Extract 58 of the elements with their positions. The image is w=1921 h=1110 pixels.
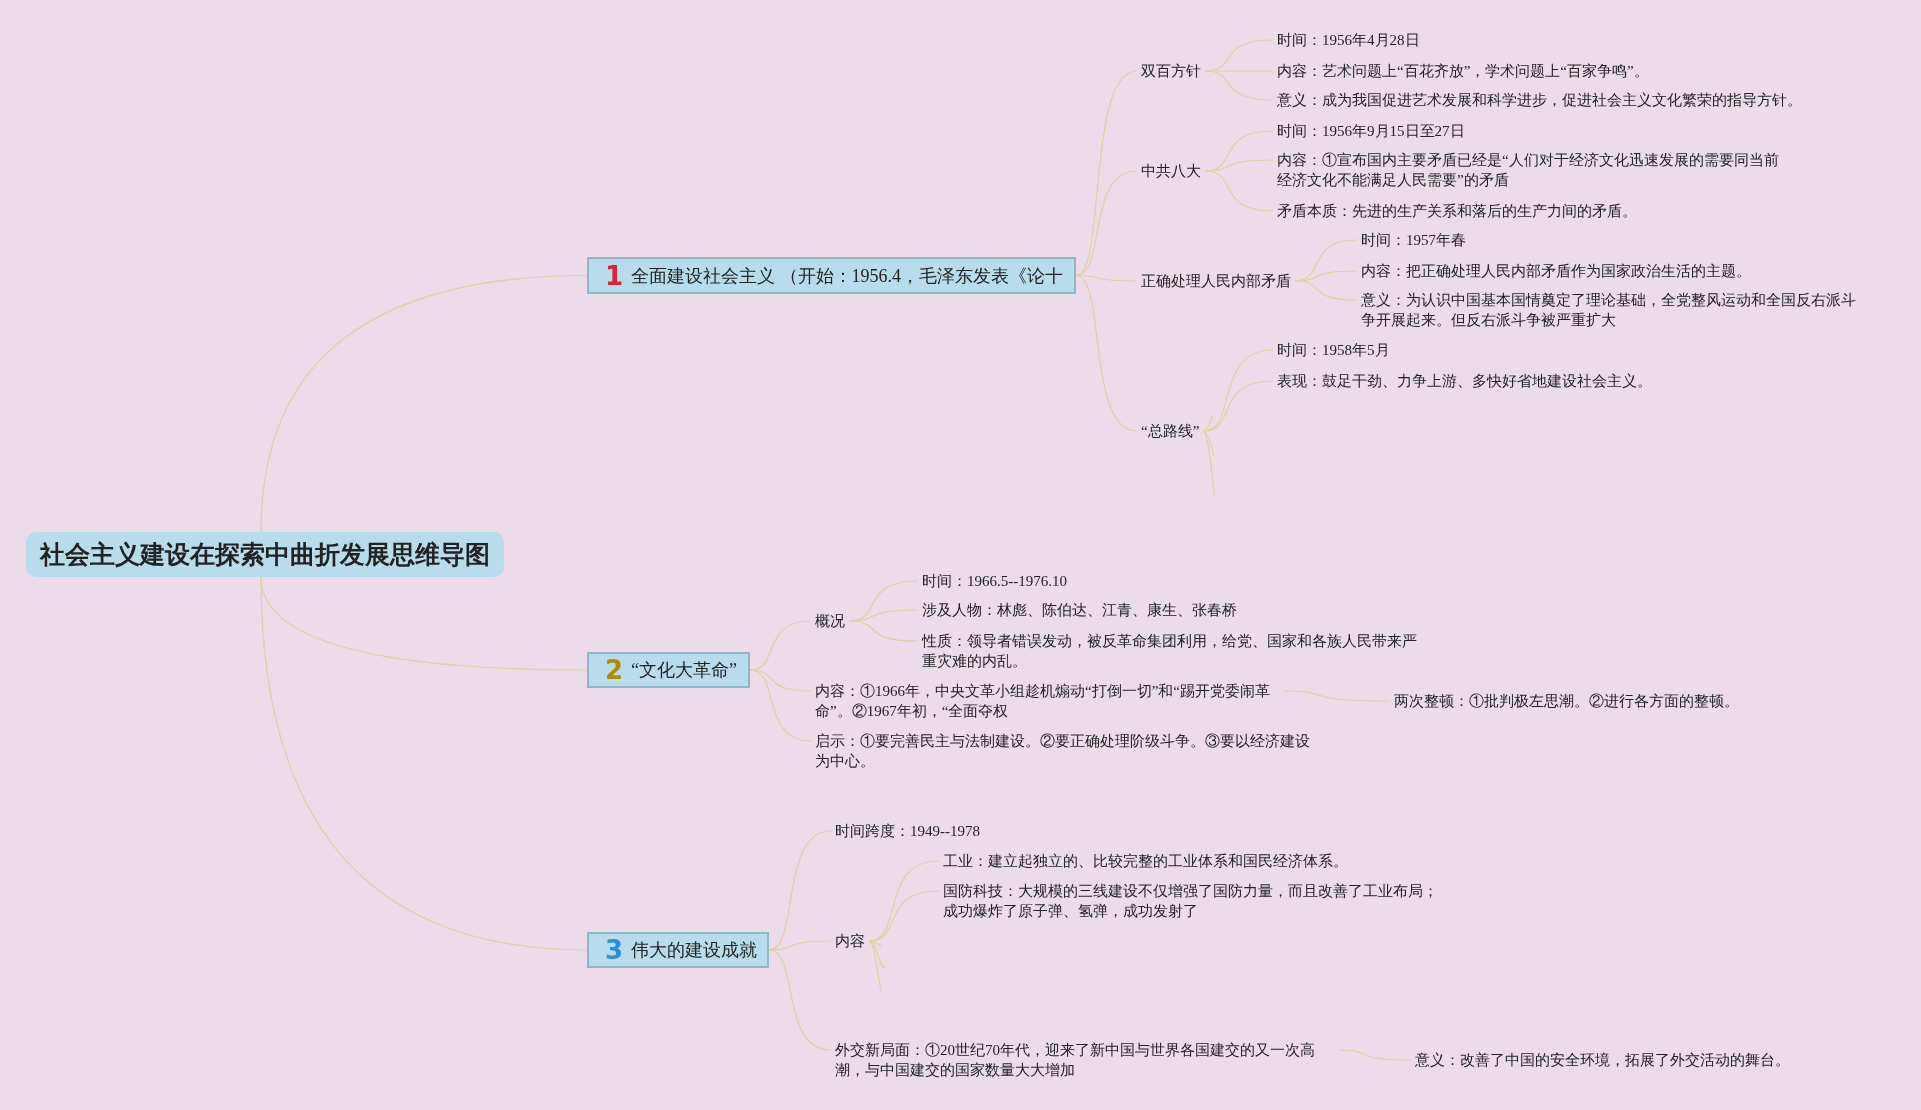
- topic-title: 伟大的建设成就: [631, 939, 758, 962]
- topic-text: 内容：艺术问题上“百花齐放”，学术问题上“百家争鸣”。: [1273, 61, 1653, 81]
- connector-line: [1294, 280, 1358, 301]
- connector-line: [848, 620, 919, 642]
- topic-text: 外交新局面：①20世纪70年代，迎来了新中国与世界各国建交的又一次高潮，与中国建交的国家数量大大增加: [831, 1040, 1339, 1080]
- priority-number: 1: [605, 260, 624, 291]
- topic-text: 表现：鼓足干劲、力争上游、多快好省地建设社会主义。: [1273, 371, 1656, 391]
- topic-text: 时间：1958年5月: [1273, 340, 1394, 360]
- connector-line: [868, 940, 883, 947]
- priority-number: 2: [605, 655, 624, 685]
- connector-line: [868, 890, 940, 942]
- connector-line: [1204, 70, 1274, 101]
- topic-title: “文化大革命”: [631, 659, 738, 682]
- connector-line: [1075, 274, 1138, 432]
- topic-text: 正确处理人民内部矛盾: [1137, 271, 1295, 291]
- topic-text: 时间：1966.5--1976.10: [918, 571, 1071, 591]
- branch-topic-box: [587, 932, 769, 968]
- topic-text: 性质：领导者错误发动，被反革命集团利用，给党、国家和各族人民带来严重灾难的内乱。: [918, 631, 1426, 671]
- connector-line: [1204, 170, 1274, 212]
- connector-line: [1075, 170, 1138, 277]
- connector-line: [1202, 430, 1216, 458]
- connector-line: [749, 669, 812, 742]
- topic-text: 内容：①1966年，中央文革小组趁机煽动“打倒一切”和“踢开党委闹革命”。②1967年初，“全面夺权: [811, 681, 1284, 721]
- topic-text: 时间：1956年9月15日至27日: [1273, 121, 1469, 141]
- branch-topic-box: [587, 652, 750, 688]
- topic-text: 内容：把正确处理人民内部矛盾作为国家政治生活的主题。: [1357, 261, 1755, 281]
- topic-text: 工业：建立起独立的、比较完整的工业体系和国民经济体系。: [939, 851, 1352, 871]
- topic-text: 时间：1956年4月28日: [1273, 30, 1424, 50]
- topic-text: 中共八大: [1137, 161, 1205, 181]
- topic-text: 内容：①宣布国内主要矛盾已经是“人们对于经济文化迅速发展的需要同当前经济文化不能满足人民需要”的矛盾: [1273, 150, 1786, 190]
- topic-text: “总路线”: [1137, 421, 1204, 441]
- topic-text: 国防科技：大规模的三线建设不仅增强了国防力量，而且改善了工业布局；成功爆炸了原子弹、氢弹，成功发射了: [939, 881, 1447, 921]
- priority-number: 3: [605, 935, 624, 965]
- connector-line: [768, 949, 832, 1051]
- connector-line: [1202, 430, 1216, 496]
- connector-line: [1283, 690, 1391, 702]
- topic-title: 全面建设社会主义 （开始：1956.4，毛泽东发表《论十: [631, 264, 1064, 288]
- topic-text: 启示：①要完善民主与法制建设。②要正确处理阶级斗争。③要以经济建设为中心。: [811, 731, 1319, 771]
- topic-text: 意义：改善了中国的安全环境，拓展了外交活动的舞台。: [1411, 1050, 1794, 1070]
- topic-text: 意义：为认识中国基本国情奠定了理论基础，全党整风运动和全国反右派斗争开展起来。但反右派斗争被严重扩大: [1357, 290, 1865, 330]
- connector-line: [868, 940, 886, 969]
- topic-text: 矛盾本质：先进的生产关系和落后的生产力间的矛盾。: [1273, 201, 1641, 221]
- branch-topic-box: [587, 257, 1076, 294]
- root-topic: 社会主义建设在探索中曲折发展思维导图: [26, 532, 504, 577]
- connector-line: [1338, 1049, 1412, 1061]
- topic-text: 双百方针: [1137, 61, 1205, 81]
- connector-line: [749, 669, 812, 692]
- connector-line: [260, 274, 588, 533]
- connector-line: [1202, 414, 1213, 432]
- topic-text: 时间跨度：1949--1978: [831, 821, 984, 841]
- topic-text: 两次整顿：①批判极左思潮。②进行各方面的整顿。: [1390, 691, 1743, 711]
- topic-text: 内容: [831, 931, 869, 951]
- topic-text: 意义：成为我国促进艺术发展和科学进步，促进社会主义文化繁荣的指导方针。: [1273, 90, 1806, 110]
- topic-text: 涉及人物：林彪、陈伯达、江青、康生、张春桥: [918, 600, 1241, 620]
- connector-line: [868, 940, 883, 993]
- topic-text: 时间：1957年春: [1357, 230, 1470, 250]
- connector-line: [260, 576, 588, 951]
- topic-text: 概况: [811, 611, 849, 631]
